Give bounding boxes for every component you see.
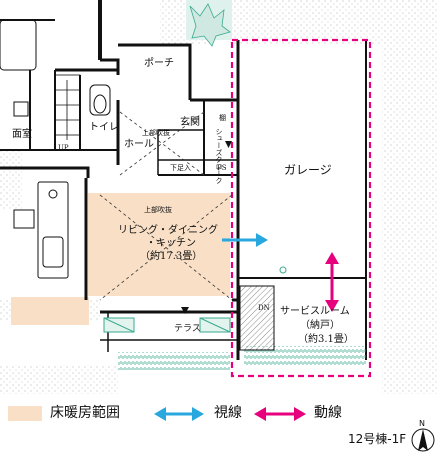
bath-fixtures: [0, 19, 111, 229]
terrace-windows: [103, 317, 231, 333]
traffic-line-arrow: [325, 252, 339, 312]
floor-heating-swatch: [8, 406, 42, 421]
service-room-label-3: （約3.1畳）: [298, 332, 354, 345]
living-void-label: 上部吹抜: [144, 205, 172, 214]
service-room-label-2: （納戸）: [300, 318, 340, 331]
toilet-label: トイレ: [89, 122, 119, 133]
floor-heating-area-left: [11, 297, 89, 325]
service-room-label-1: サービスルーム: [280, 305, 350, 317]
legend: 床暖房範囲 視線 動線: [0, 394, 438, 456]
lawn-strips: [118, 346, 366, 370]
north-label: N: [419, 419, 425, 428]
legend-traffic-arrow-icon: [254, 407, 306, 421]
up-label: UP: [58, 144, 69, 152]
garden-planting: [186, 0, 232, 47]
living-label-1: リビング・ダイニング: [118, 223, 218, 236]
legend-sight-arrow-icon: [154, 407, 204, 421]
entrance-label: 玄関: [180, 115, 200, 128]
void-diagonals: [99, 111, 233, 301]
legend-sight-line: 視線: [214, 405, 242, 421]
living-label-3: （約17.3畳）: [140, 249, 202, 262]
building-label: 12号棟-1F: [348, 432, 407, 446]
sight-line-arrow: [222, 233, 268, 247]
floor-heating-area: [88, 193, 230, 296]
porch-label: ポーチ: [144, 57, 174, 69]
kitchen-sink: [37, 181, 69, 279]
markers: [181, 141, 287, 314]
garage-label: ガレージ: [284, 163, 332, 177]
entrance-void-label: 上部吹抜: [142, 128, 170, 137]
shoe-closet-label: シューズクローク: [215, 128, 223, 184]
shoe-rack-label: 下足入: [170, 164, 191, 172]
living-label-2: ・キッチン: [146, 237, 196, 249]
north-arrow-icon: N: [411, 419, 435, 452]
toilet-fixture: [93, 94, 107, 114]
terrace-label: テラス: [174, 323, 201, 334]
stairs: [54, 74, 81, 140]
shoe-closet-shelf-label: 棚: [219, 113, 226, 122]
legend-floor-heating: 床暖房範囲: [50, 405, 120, 421]
legend-traffic-line: 動線: [314, 405, 342, 421]
hall-label: ホール: [124, 138, 154, 150]
walls: [0, 0, 367, 360]
service-room-hatch: [239, 285, 275, 351]
ps-label: PS: [217, 164, 227, 172]
dn-label: DN: [258, 304, 270, 312]
garage-boundary: [230, 38, 372, 378]
washroom-label: 面室: [12, 127, 32, 140]
